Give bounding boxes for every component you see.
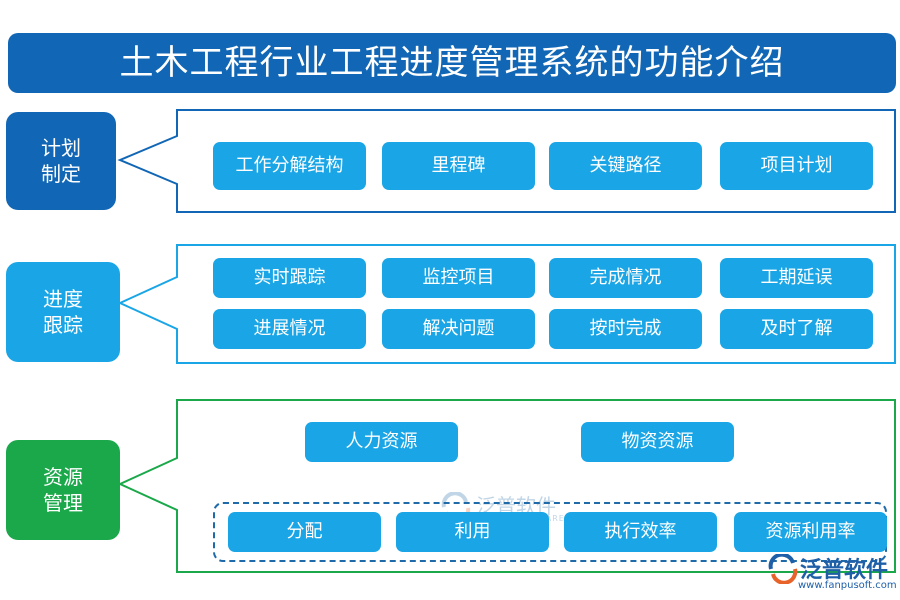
plan-item-wbs[interactable]: 工作分解结构 [213,142,366,190]
resource-item-utilize[interactable]: 利用 [396,512,549,552]
plan-item-critical-path[interactable]: 关键路径 [549,142,702,190]
fanpu-logo: 泛普软件 www.fanpusoft.com [768,552,897,596]
resource-item-human[interactable]: 人力资源 [305,422,458,462]
category-tracking-label-1: 进度 [43,287,83,311]
plan-item-milestone[interactable]: 里程碑 [382,142,535,190]
resource-item-utilization-rate[interactable]: 资源利用率 [734,512,887,552]
category-resource-box: 资源 管理 [6,440,120,540]
tracking-item-progress[interactable]: 进展情况 [213,309,366,349]
logo-name: 泛普软件 [800,558,889,583]
fanpu-logo-icon [768,554,798,584]
category-tracking-label-2: 跟踪 [43,313,83,337]
resource-item-material[interactable]: 物资资源 [581,422,734,462]
tracking-item-delay[interactable]: 工期延误 [720,258,873,298]
category-resource-label-1: 资源 [43,465,83,489]
resource-item-allocate[interactable]: 分配 [228,512,381,552]
logo-url: www.fanpusoft.com [798,580,897,591]
category-plan-label-1: 计划 [41,136,81,160]
tracking-item-solve[interactable]: 解决问题 [382,309,535,349]
category-plan-box: 计划 制定 [6,112,116,210]
tracking-item-ontime[interactable]: 按时完成 [549,309,702,349]
tracking-item-completion[interactable]: 完成情况 [549,258,702,298]
category-plan-label-2: 制定 [41,162,81,186]
plan-item-project-plan[interactable]: 项目计划 [720,142,873,190]
tracking-item-monitor[interactable]: 监控项目 [382,258,535,298]
category-resource-label-2: 管理 [43,491,83,515]
resource-item-efficiency[interactable]: 执行效率 [564,512,717,552]
category-tracking-box: 进度 跟踪 [6,262,120,362]
page-title: 土木工程行业工程进度管理系统的功能介绍 [8,33,896,93]
tracking-item-understand[interactable]: 及时了解 [720,309,873,349]
tracking-item-realtime[interactable]: 实时跟踪 [213,258,366,298]
